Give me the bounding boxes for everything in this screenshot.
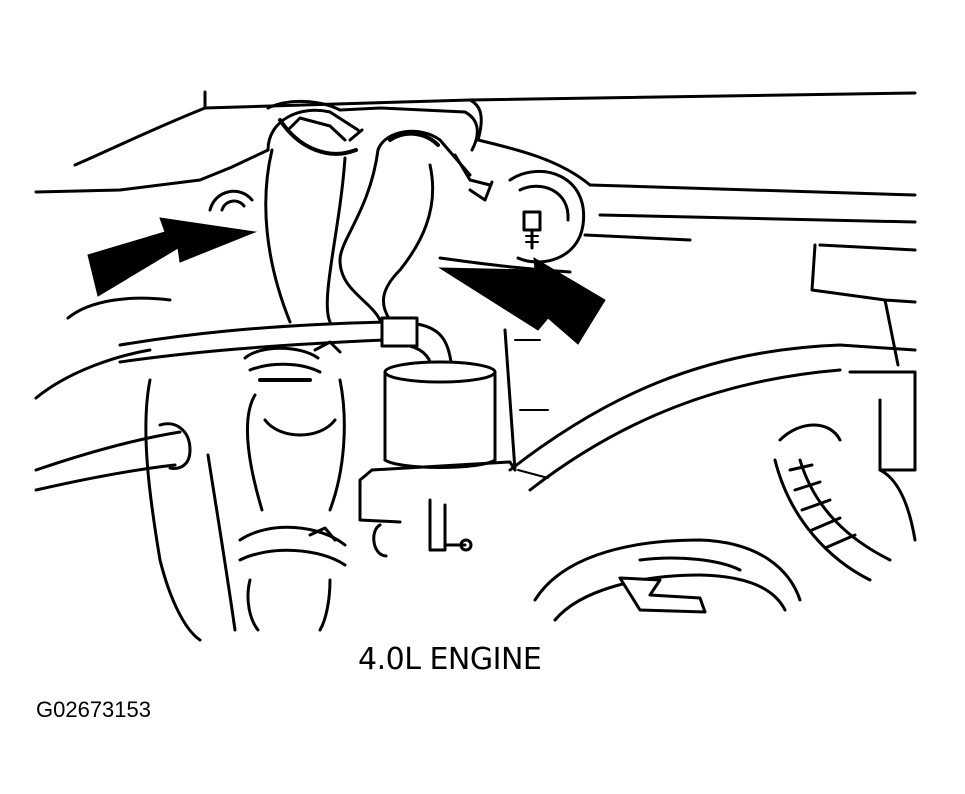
left-structure [34, 296, 237, 642]
reservoir [533, 538, 802, 622]
right-bracket [810, 243, 917, 367]
valve-mount-ribs [503, 328, 549, 479]
vacuum-line [118, 316, 454, 374]
cowl-panel [34, 90, 917, 242]
wiring-harness [773, 423, 917, 582]
bolt-mount [508, 170, 586, 264]
heater-control-valve [358, 360, 517, 558]
figure-caption: 4.0L ENGINE [358, 642, 542, 677]
arrow-left [87, 217, 257, 297]
lower-hose [238, 340, 347, 632]
arrow-right [438, 257, 606, 345]
left-side-hose [34, 422, 192, 492]
figure-id: G02673153 [36, 697, 151, 722]
heater-hose-left [264, 108, 364, 324]
heater-hose-right [338, 129, 494, 322]
right-duct [508, 343, 917, 492]
left-mount [208, 189, 254, 212]
